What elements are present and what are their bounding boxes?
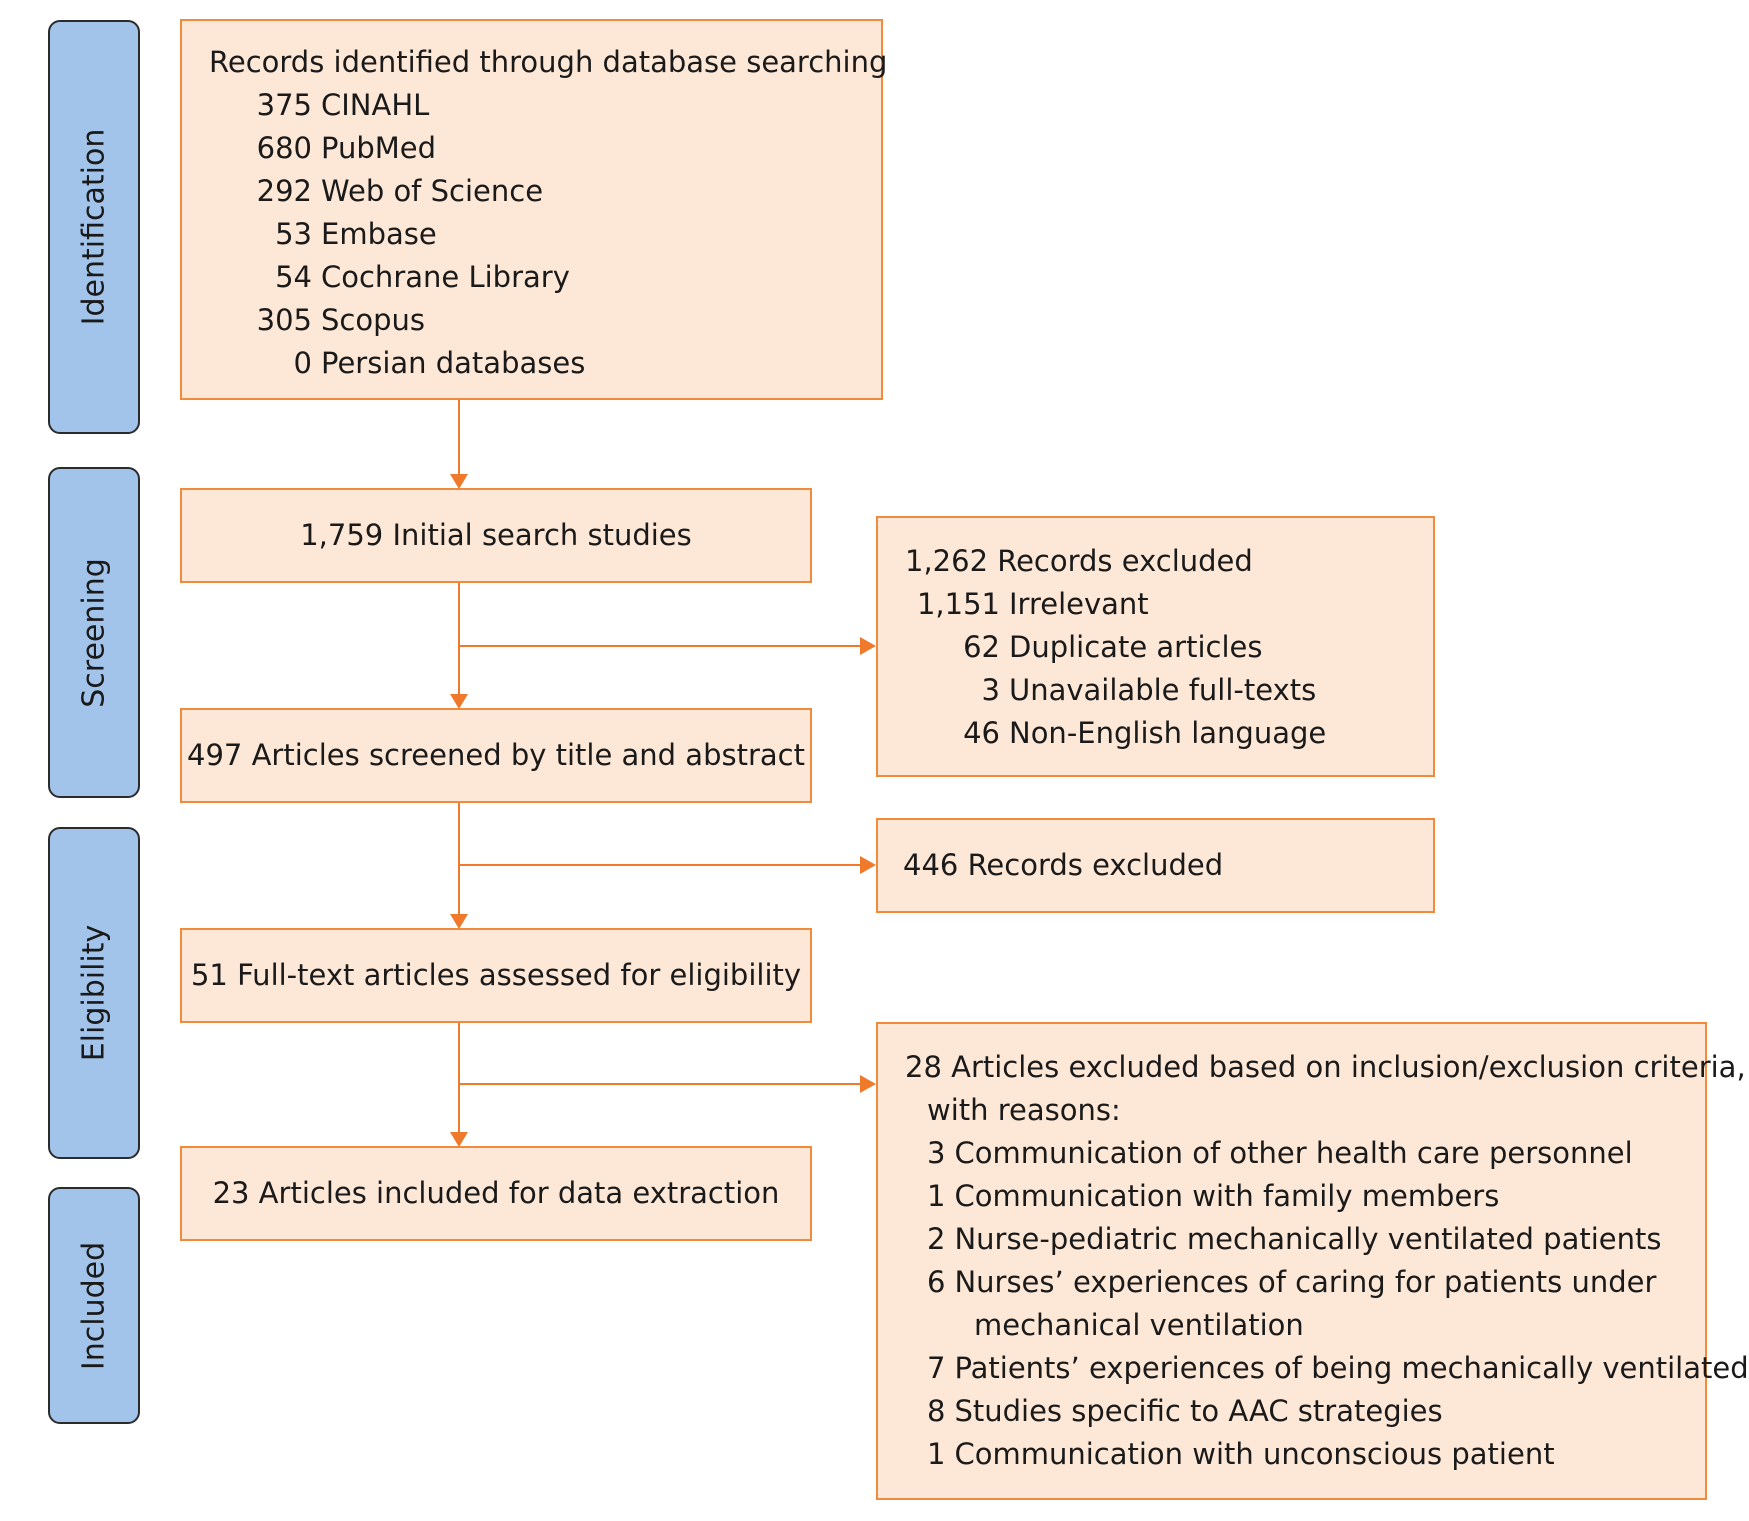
source-item: 53 Embase — [236, 213, 881, 256]
reason-text: Duplicate articles — [1009, 630, 1263, 664]
source-count: 680 — [256, 131, 312, 165]
source-count: 0 — [293, 346, 312, 380]
reason-item: 62 Duplicate articles — [905, 626, 1433, 669]
reason-count: 3 — [981, 673, 1000, 707]
initial-search-text: 1,759 Initial search studies — [300, 518, 692, 552]
source-name: Cochrane Library — [321, 260, 570, 294]
reason-text: Non-English language — [1009, 716, 1327, 750]
reason-count: 1,151 — [916, 587, 1000, 621]
screened-text: 497 Articles screened by title and abstr… — [187, 738, 805, 772]
excluded-2-text: 446 Records excluded — [903, 848, 1224, 882]
phase-eligibility: Eligibility — [48, 827, 140, 1159]
source-item: 305 Scopus — [236, 299, 881, 342]
reason-count: 2 — [927, 1222, 946, 1256]
source-item: 375 CINAHL — [236, 84, 881, 127]
excluded-box-3: 28 Articles excluded based on inclusion/… — [876, 1022, 1749, 1500]
reason-count: 8 — [927, 1394, 946, 1428]
source-count: 53 — [275, 217, 312, 251]
phase-identification: Identification — [48, 20, 140, 434]
reason-text: Communication of other health care perso… — [954, 1136, 1633, 1170]
reason-count: 1 — [927, 1179, 946, 1213]
reason-text: Communication with family members — [954, 1179, 1500, 1213]
source-name: CINAHL — [321, 88, 430, 122]
reason-continuation: mechanical ventilation — [927, 1304, 1705, 1347]
reason-text: Nurse-pediatric mechanically ventilated … — [954, 1222, 1662, 1256]
excluded-box-1: 1,262 Records excluded 1,151 Irrelevant 6… — [876, 516, 1435, 777]
source-item: 54 Cochrane Library — [236, 256, 881, 299]
excluded-3-subtitle: with reasons: — [927, 1093, 1121, 1127]
source-count: 375 — [256, 88, 312, 122]
arrowhead-down — [450, 694, 468, 709]
reason-text: Studies specific to AAC strategies — [954, 1394, 1443, 1428]
phase-included: Included — [48, 1187, 140, 1424]
full-text-text: 51 Full-text articles assessed for eligi… — [190, 958, 802, 992]
arrowhead-down — [450, 914, 468, 929]
identification-box: Records identified through database sear… — [180, 19, 888, 400]
reason-item: 1,151 Irrelevant — [905, 583, 1433, 626]
source-name: PubMed — [321, 131, 437, 165]
excluded-1-title: 1,262 Records excluded — [905, 544, 1253, 578]
reason-count: 46 — [963, 716, 1000, 750]
reason-count: 7 — [927, 1351, 946, 1385]
source-name: Embase — [321, 217, 437, 251]
reason-text: Patients’ experiences of being mechanica… — [954, 1351, 1749, 1385]
full-text-box: 51 Full-text articles assessed for eligi… — [180, 928, 812, 1023]
initial-search-box: 1,759 Initial search studies — [180, 488, 812, 583]
screened-box: 497 Articles screened by title and abstr… — [180, 708, 812, 803]
excluded-3-title: 28 Articles excluded based on inclusion/… — [905, 1050, 1746, 1084]
reason-text: Nurses’ experiences of caring for patien… — [954, 1265, 1657, 1299]
phase-screening: Screening — [48, 467, 140, 798]
included-box: 23 Articles included for data extraction — [180, 1146, 812, 1241]
reason-count: 1 — [927, 1437, 946, 1471]
excluded-box-2: 446 Records excluded — [876, 818, 1435, 913]
reason-count: 62 — [963, 630, 1000, 664]
source-item: 680 PubMed — [236, 127, 881, 170]
reason-text: Irrelevant — [1009, 587, 1149, 621]
reason-count: 6 — [927, 1265, 946, 1299]
reason-item: 46 Non-English language — [905, 712, 1433, 755]
arrowhead-right — [860, 1075, 876, 1093]
reason-count: 3 — [927, 1136, 946, 1170]
arrowhead-down — [450, 1132, 468, 1147]
reason-item: 3 Unavailable full-texts — [905, 669, 1433, 712]
arrowhead-down — [450, 474, 468, 489]
included-text: 23 Articles included for data extraction — [212, 1176, 780, 1210]
arrowhead-right — [860, 637, 876, 655]
excluded-1-list: 1,151 Irrelevant 62 Duplicate articles 3 Un… — [905, 583, 1433, 755]
reason-text-continued: mechanical ventilation — [974, 1308, 1304, 1342]
source-name: Web of Science — [321, 174, 544, 208]
reason-text: Unavailable full-texts — [1009, 673, 1317, 707]
source-count: 292 — [256, 174, 312, 208]
identification-title: Records identified through database sear… — [209, 45, 888, 79]
arrowhead-right — [860, 856, 876, 874]
source-name: Scopus — [321, 303, 425, 337]
source-list: 375 CINAHL 680 PubMed 292 Web of Science 53… — [209, 84, 881, 385]
source-name: Persian databases — [321, 346, 586, 380]
source-count: 54 — [275, 260, 312, 294]
source-item: 0 Persian databases — [236, 342, 881, 385]
reason-text: Communication with unconscious patient — [954, 1437, 1555, 1471]
source-item: 292 Web of Science — [236, 170, 881, 213]
source-count: 305 — [256, 303, 312, 337]
